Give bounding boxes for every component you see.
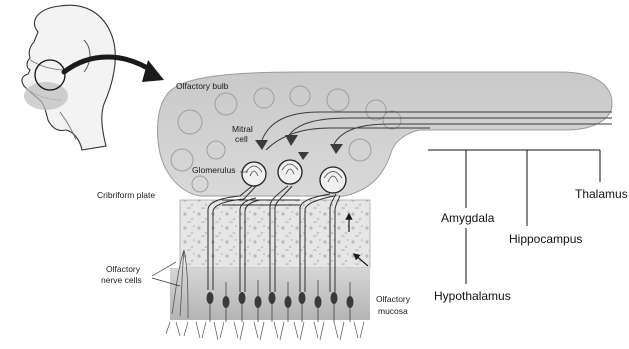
- label-hippocampus: Hippocampus: [509, 232, 582, 246]
- cilia: [166, 322, 364, 340]
- label-hypothalamus: Hypothalamus: [434, 289, 511, 303]
- label-olfactory-mucosa-2: mucosa: [378, 306, 408, 316]
- label-olfactory-nerve-cells-2: nerve cells: [101, 275, 142, 285]
- label-olfactory-mucosa-1: Olfactory: [376, 294, 411, 304]
- label-cribriform-plate: Cribriform plate: [97, 190, 155, 200]
- zoom-arrow-head: [142, 60, 164, 82]
- label-thalamus: Thalamus: [575, 187, 628, 201]
- label-glomerulus: Glomerulus: [192, 165, 235, 175]
- head-profile-illustration: [22, 5, 115, 150]
- label-olfactory-bulb: Olfactory bulb: [176, 81, 229, 91]
- label-mitral-cell-2: cell: [235, 134, 248, 144]
- label-mitral-cell-1: Mitral: [232, 124, 253, 134]
- label-amygdala: Amygdala: [441, 211, 495, 225]
- label-olfactory-nerve-cells-1: Olfactory: [106, 264, 141, 274]
